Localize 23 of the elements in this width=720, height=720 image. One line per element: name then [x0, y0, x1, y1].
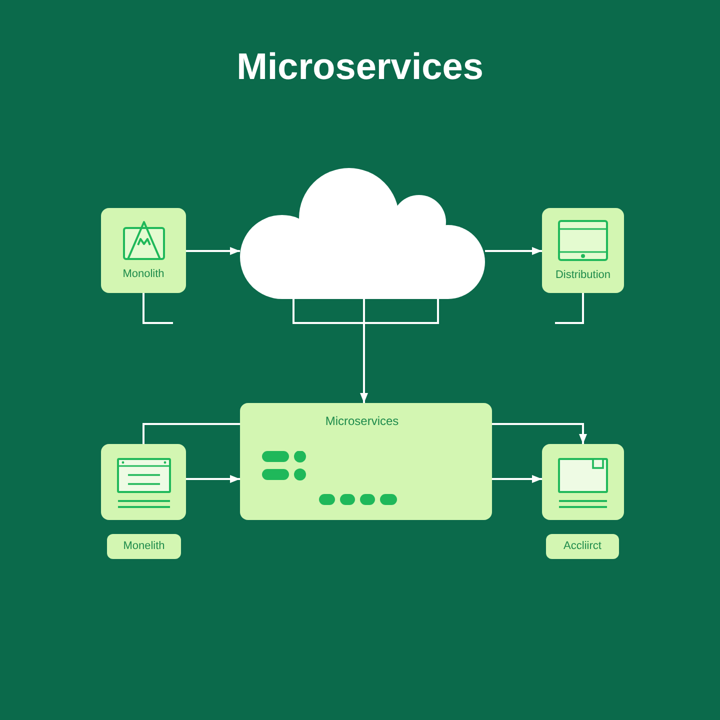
label-pill [107, 534, 181, 559]
title: Microservices [236, 45, 484, 89]
service-card [101, 208, 186, 293]
icon-card [542, 444, 624, 520]
leader-line [555, 293, 584, 324]
arrow [492, 423, 587, 444]
pill-label: Accliirct [564, 540, 602, 553]
icon-card [101, 444, 186, 520]
service-panel [240, 403, 492, 520]
arrow [186, 475, 240, 483]
arrow [492, 475, 542, 483]
arrow [360, 299, 368, 403]
panel-title: Microservices [325, 414, 399, 428]
card-label: Monolith [122, 268, 164, 281]
service-card [542, 208, 624, 293]
connector-line [142, 423, 240, 444]
label-pill [546, 534, 619, 559]
pill-label: Monelith [123, 540, 165, 553]
arrow [485, 247, 542, 255]
arrow [186, 247, 240, 255]
card-label: Distribution [555, 269, 611, 282]
leader-line [142, 293, 173, 324]
cloud-shape [240, 168, 485, 300]
